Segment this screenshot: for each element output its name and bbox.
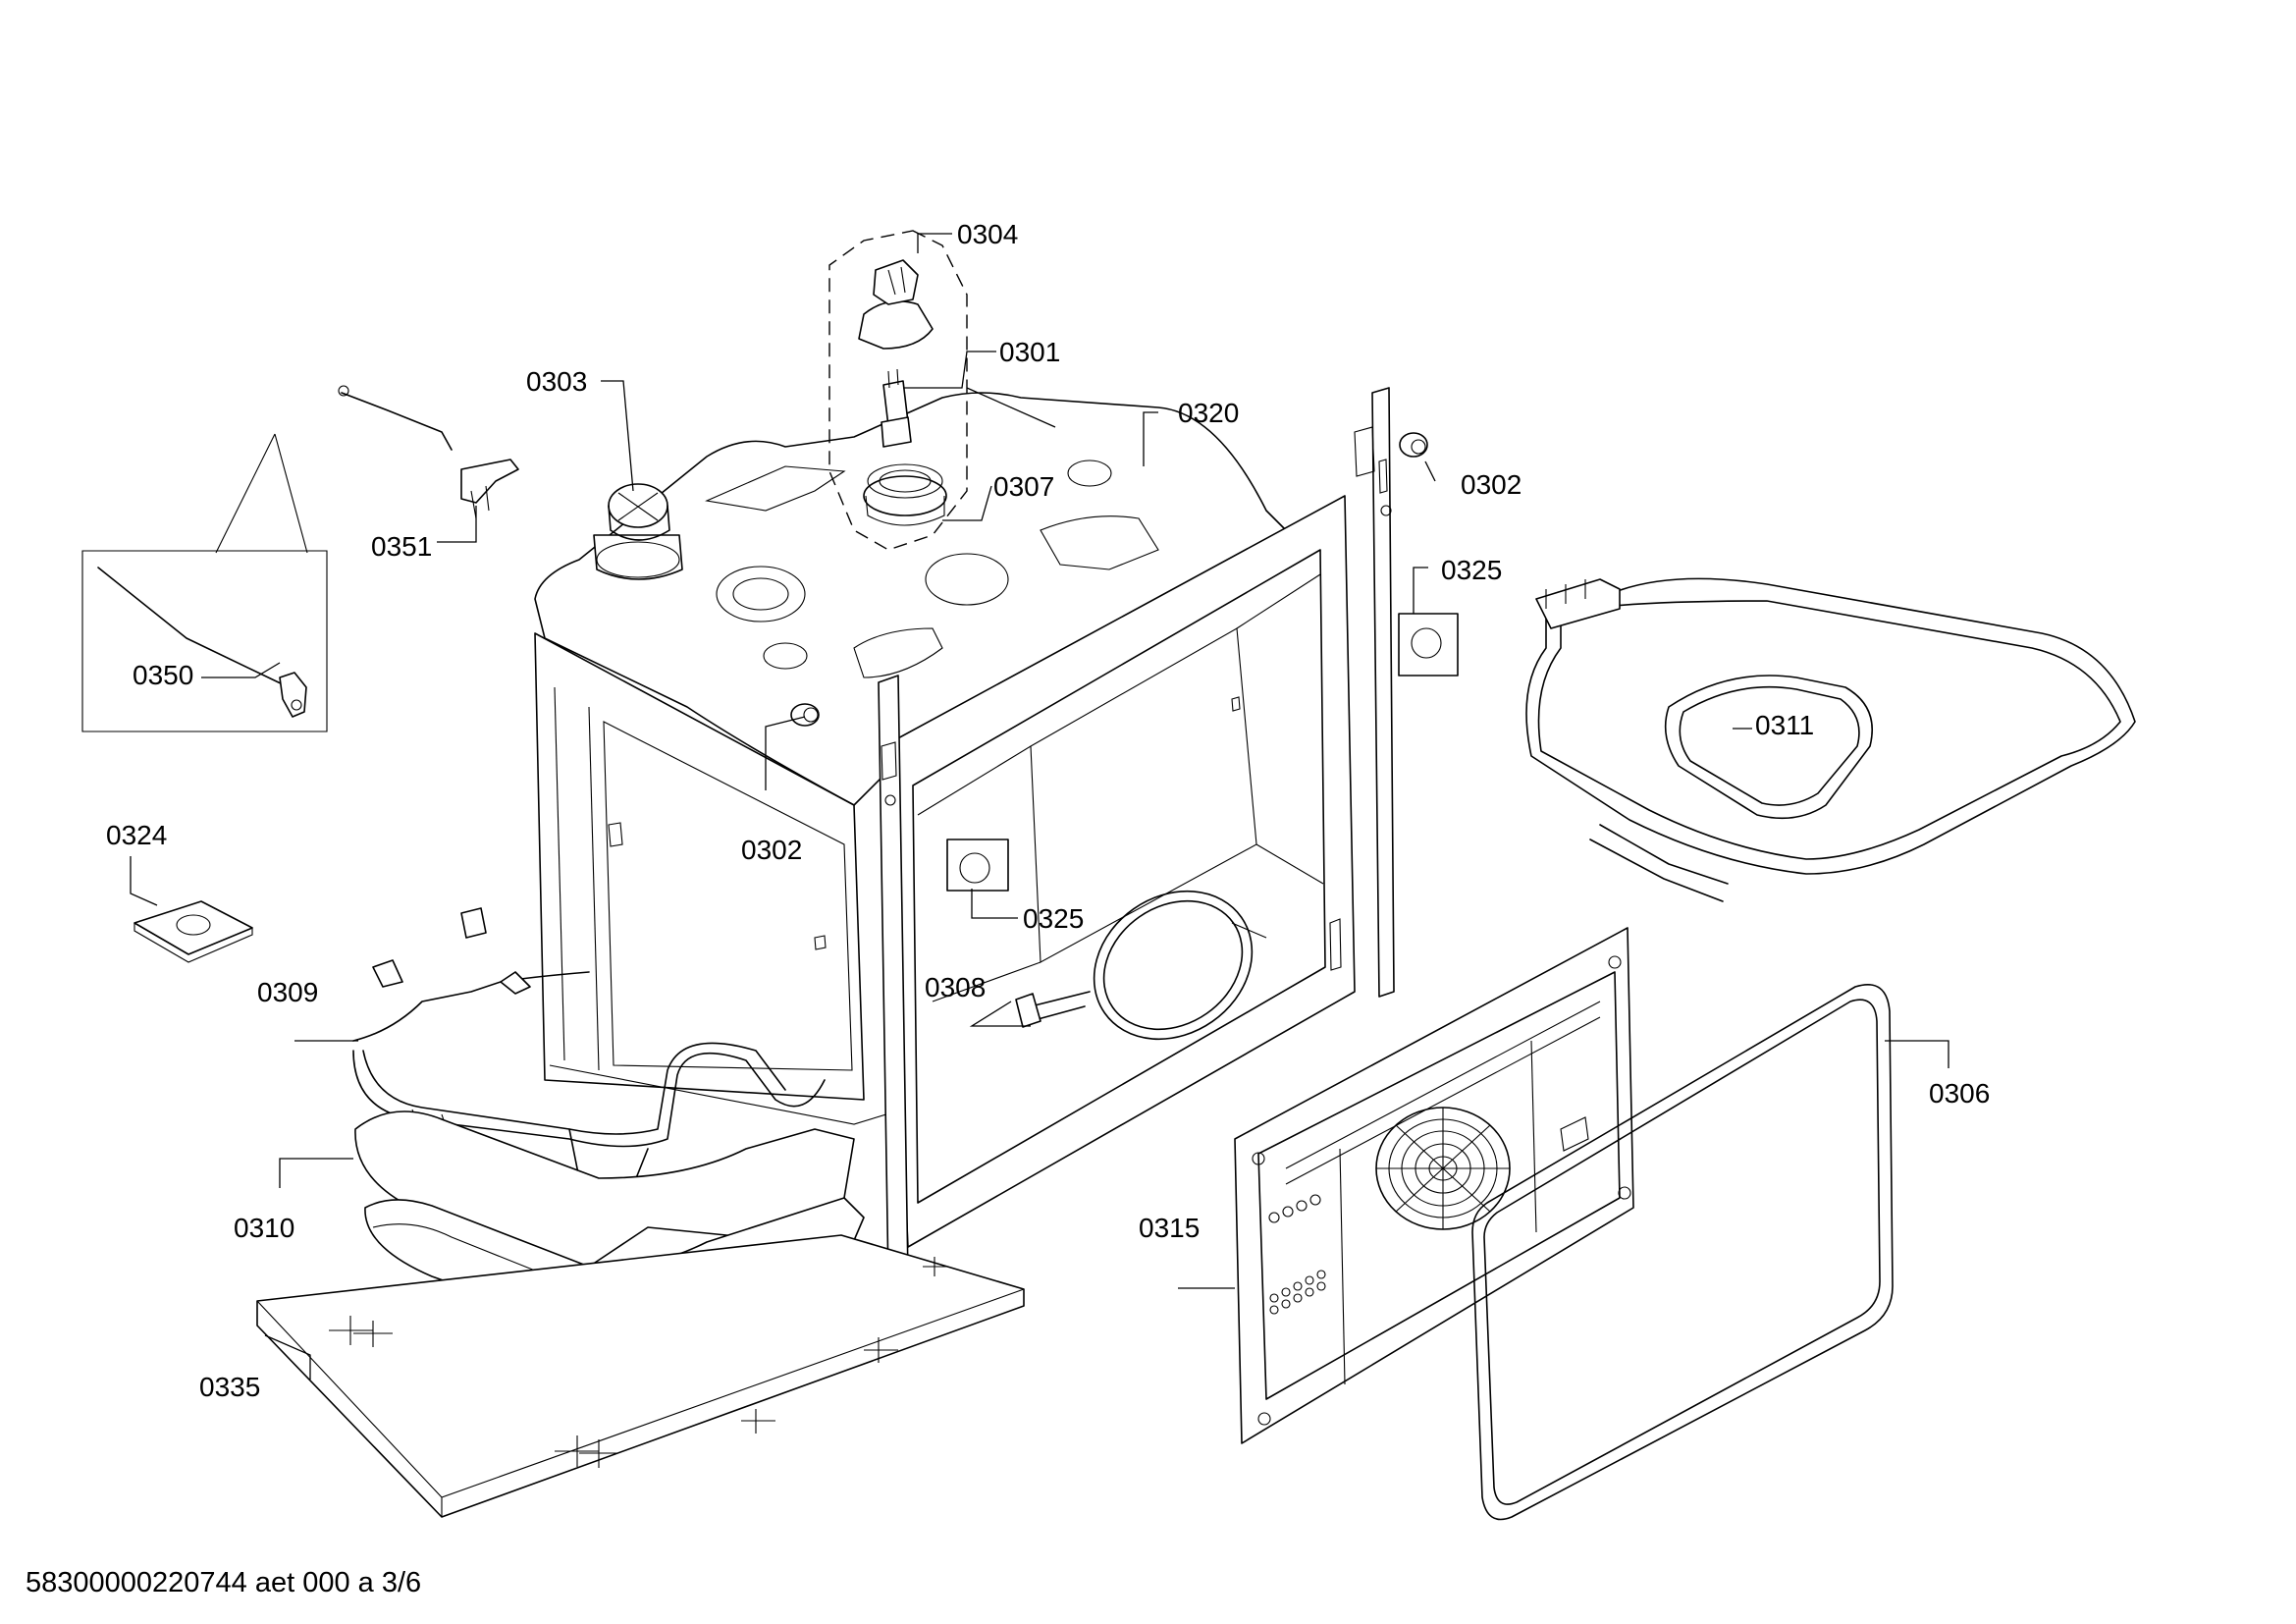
label-0324: 0324 bbox=[106, 820, 167, 850]
label-0302-right: 0302 bbox=[1461, 469, 1522, 500]
label-0303: 0303 bbox=[526, 366, 587, 397]
label-0335: 0335 bbox=[199, 1372, 260, 1402]
label-0304: 0304 bbox=[957, 219, 1018, 249]
circular-heater-0308 bbox=[1015, 890, 1267, 1041]
document-footer-code: 58300000220744 aet 000 a 3/6 bbox=[26, 1567, 422, 1598]
cap-0325 bbox=[946, 613, 1459, 892]
oven-muffle-0320 bbox=[534, 387, 1395, 1282]
label-0306: 0306 bbox=[1929, 1078, 1990, 1109]
lamp-assembly bbox=[828, 230, 968, 551]
part-labels: 0304 0301 0307 0303 0320 0302 0325 0311 … bbox=[106, 219, 1990, 1402]
cable-detail-0350 bbox=[81, 385, 519, 732]
label-0309: 0309 bbox=[257, 977, 318, 1007]
label-0310: 0310 bbox=[234, 1213, 294, 1243]
washer-0324 bbox=[133, 900, 253, 963]
label-0301: 0301 bbox=[999, 337, 1060, 367]
label-0308: 0308 bbox=[925, 972, 986, 1002]
label-0307: 0307 bbox=[993, 471, 1054, 502]
lamp-holder-0302 bbox=[790, 432, 1428, 727]
door-seal-0306 bbox=[1471, 984, 1894, 1521]
label-0350: 0350 bbox=[133, 660, 193, 690]
label-0311: 0311 bbox=[1755, 710, 1814, 740]
base-plate-0335 bbox=[256, 1234, 1025, 1518]
top-heater-0311 bbox=[1525, 577, 2136, 902]
label-0315: 0315 bbox=[1139, 1213, 1200, 1243]
label-0325-center: 0325 bbox=[1023, 903, 1084, 934]
rear-panel-0315 bbox=[1234, 927, 1634, 1444]
label-0320: 0320 bbox=[1178, 398, 1239, 428]
label-0325-right: 0325 bbox=[1441, 555, 1502, 585]
label-0351: 0351 bbox=[371, 531, 432, 562]
leader-lines bbox=[130, 233, 1949, 1380]
fan-port-0303 bbox=[593, 483, 683, 580]
label-0302-center: 0302 bbox=[741, 835, 802, 865]
